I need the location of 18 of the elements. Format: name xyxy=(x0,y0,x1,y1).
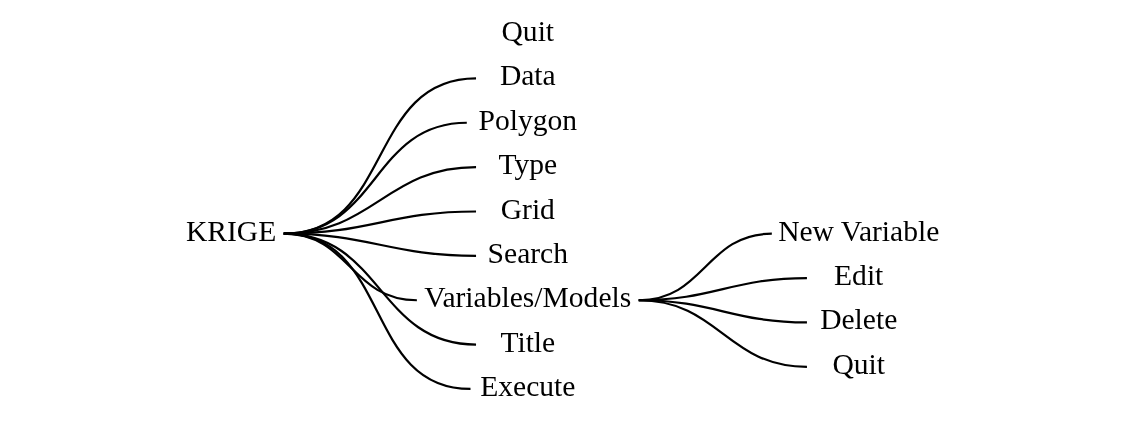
node-text: Quit xyxy=(832,347,885,380)
node-text: Grid xyxy=(500,192,555,225)
node-text: Title xyxy=(500,325,556,358)
node-text: Edit xyxy=(834,259,884,292)
connector xyxy=(638,299,808,368)
node-text: Data xyxy=(499,59,556,92)
connector xyxy=(283,232,471,391)
node-text: Polygon xyxy=(478,103,578,136)
connector xyxy=(283,77,477,235)
node-text: KRIGE xyxy=(185,214,277,247)
node-text: Type xyxy=(498,148,558,181)
node-text: Variables/Models xyxy=(424,281,632,314)
node-text: Delete xyxy=(820,303,898,336)
node-text: Quit xyxy=(501,15,555,48)
node-text: Execute xyxy=(480,370,576,402)
node-text: Search xyxy=(487,236,569,269)
connector xyxy=(283,166,477,235)
node-text: New Variable xyxy=(778,214,940,247)
